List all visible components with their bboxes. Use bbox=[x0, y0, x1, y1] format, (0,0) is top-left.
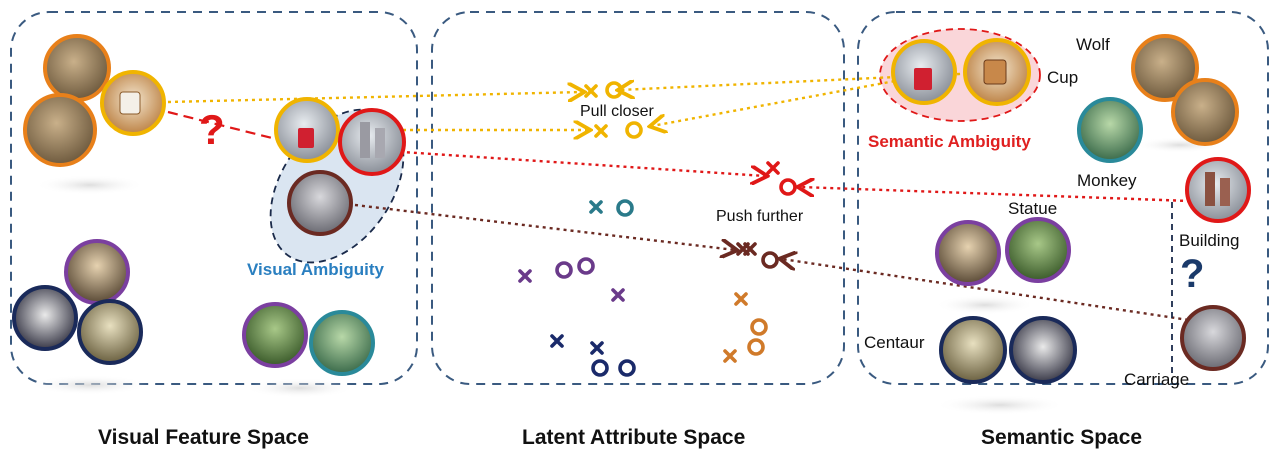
latent-circle bbox=[616, 199, 634, 217]
latent-circle bbox=[591, 359, 609, 377]
centaur-image bbox=[1009, 316, 1077, 384]
statue-image bbox=[935, 220, 1001, 286]
latent-cross bbox=[611, 288, 625, 302]
cup-image bbox=[274, 97, 340, 163]
semantic-ambiguity-label: Semantic Ambiguity bbox=[868, 132, 1031, 151]
building-image bbox=[1185, 157, 1251, 223]
push-arrow-red-left bbox=[371, 148, 765, 176]
monkey-label: Monkey bbox=[1077, 171, 1137, 190]
wolf-image bbox=[1171, 78, 1239, 146]
wolf-image bbox=[43, 34, 111, 102]
question-link-dash bbox=[167, 110, 281, 142]
cup-image bbox=[963, 38, 1031, 106]
carriage-image bbox=[1180, 305, 1246, 371]
latent-attribute-space-title: Latent Attribute Space bbox=[522, 426, 746, 449]
cup-image bbox=[891, 39, 957, 105]
building-image bbox=[338, 108, 406, 176]
latent-circle bbox=[761, 251, 779, 269]
question-mark-red: ? bbox=[199, 106, 225, 153]
wolf-image bbox=[1131, 34, 1199, 102]
monkey-image bbox=[309, 310, 375, 376]
wolf-image bbox=[23, 93, 97, 167]
latent-cross bbox=[589, 200, 603, 214]
semantic-panel bbox=[857, 11, 1269, 385]
latent-circle bbox=[625, 121, 643, 139]
carriage-image bbox=[287, 170, 353, 236]
latent-circle bbox=[779, 178, 797, 196]
latent-cross bbox=[594, 124, 608, 138]
latent-cross bbox=[734, 292, 748, 306]
latent-circle bbox=[555, 261, 573, 279]
latent-cross bbox=[590, 341, 604, 355]
latent-attribute-panel bbox=[431, 11, 845, 385]
latent-cross bbox=[766, 161, 780, 175]
carriage-label: Carriage bbox=[1124, 370, 1190, 389]
cup-image bbox=[100, 70, 166, 136]
pull-closer-label: Pull closer bbox=[580, 103, 654, 120]
push-further-label: Push further bbox=[716, 208, 804, 225]
push-arrow-brown-left bbox=[354, 203, 735, 250]
centaur-image bbox=[77, 299, 143, 365]
question-mark-navy: ? bbox=[1180, 252, 1205, 296]
latent-cross bbox=[518, 269, 532, 283]
latent-circle bbox=[605, 81, 623, 99]
centaur-label: Centaur bbox=[864, 333, 925, 352]
statue-label: Statue bbox=[1008, 199, 1058, 218]
centaur-image bbox=[12, 285, 78, 351]
centaur-image bbox=[939, 316, 1007, 384]
latent-cross bbox=[550, 334, 564, 348]
latent-markers bbox=[518, 81, 797, 377]
visual-feature-panel bbox=[10, 11, 418, 385]
visual-ambiguity-label: Visual Ambiguity bbox=[247, 260, 384, 279]
statue-image bbox=[1005, 217, 1071, 283]
cup-label: Cup bbox=[1047, 68, 1079, 87]
latent-cross bbox=[584, 84, 598, 98]
latent-circle bbox=[618, 359, 636, 377]
push-arrows bbox=[354, 148, 1219, 324]
latent-cross bbox=[723, 349, 737, 363]
push-arrow-brown-right bbox=[782, 259, 1203, 324]
wolf-label: Wolf bbox=[1076, 35, 1110, 54]
statue-image bbox=[64, 239, 130, 305]
latent-cross bbox=[743, 242, 757, 256]
building-label: Building bbox=[1179, 231, 1240, 250]
visual-feature-space-title: Visual Feature Space bbox=[98, 426, 309, 449]
latent-circle bbox=[750, 318, 768, 336]
latent-circle bbox=[577, 257, 595, 275]
latent-circle bbox=[747, 338, 765, 356]
pull-arrow-top bbox=[167, 92, 582, 104]
statue-image bbox=[242, 302, 308, 368]
monkey-image bbox=[1077, 97, 1143, 163]
semantic-space-title: Semantic Space bbox=[981, 426, 1143, 449]
